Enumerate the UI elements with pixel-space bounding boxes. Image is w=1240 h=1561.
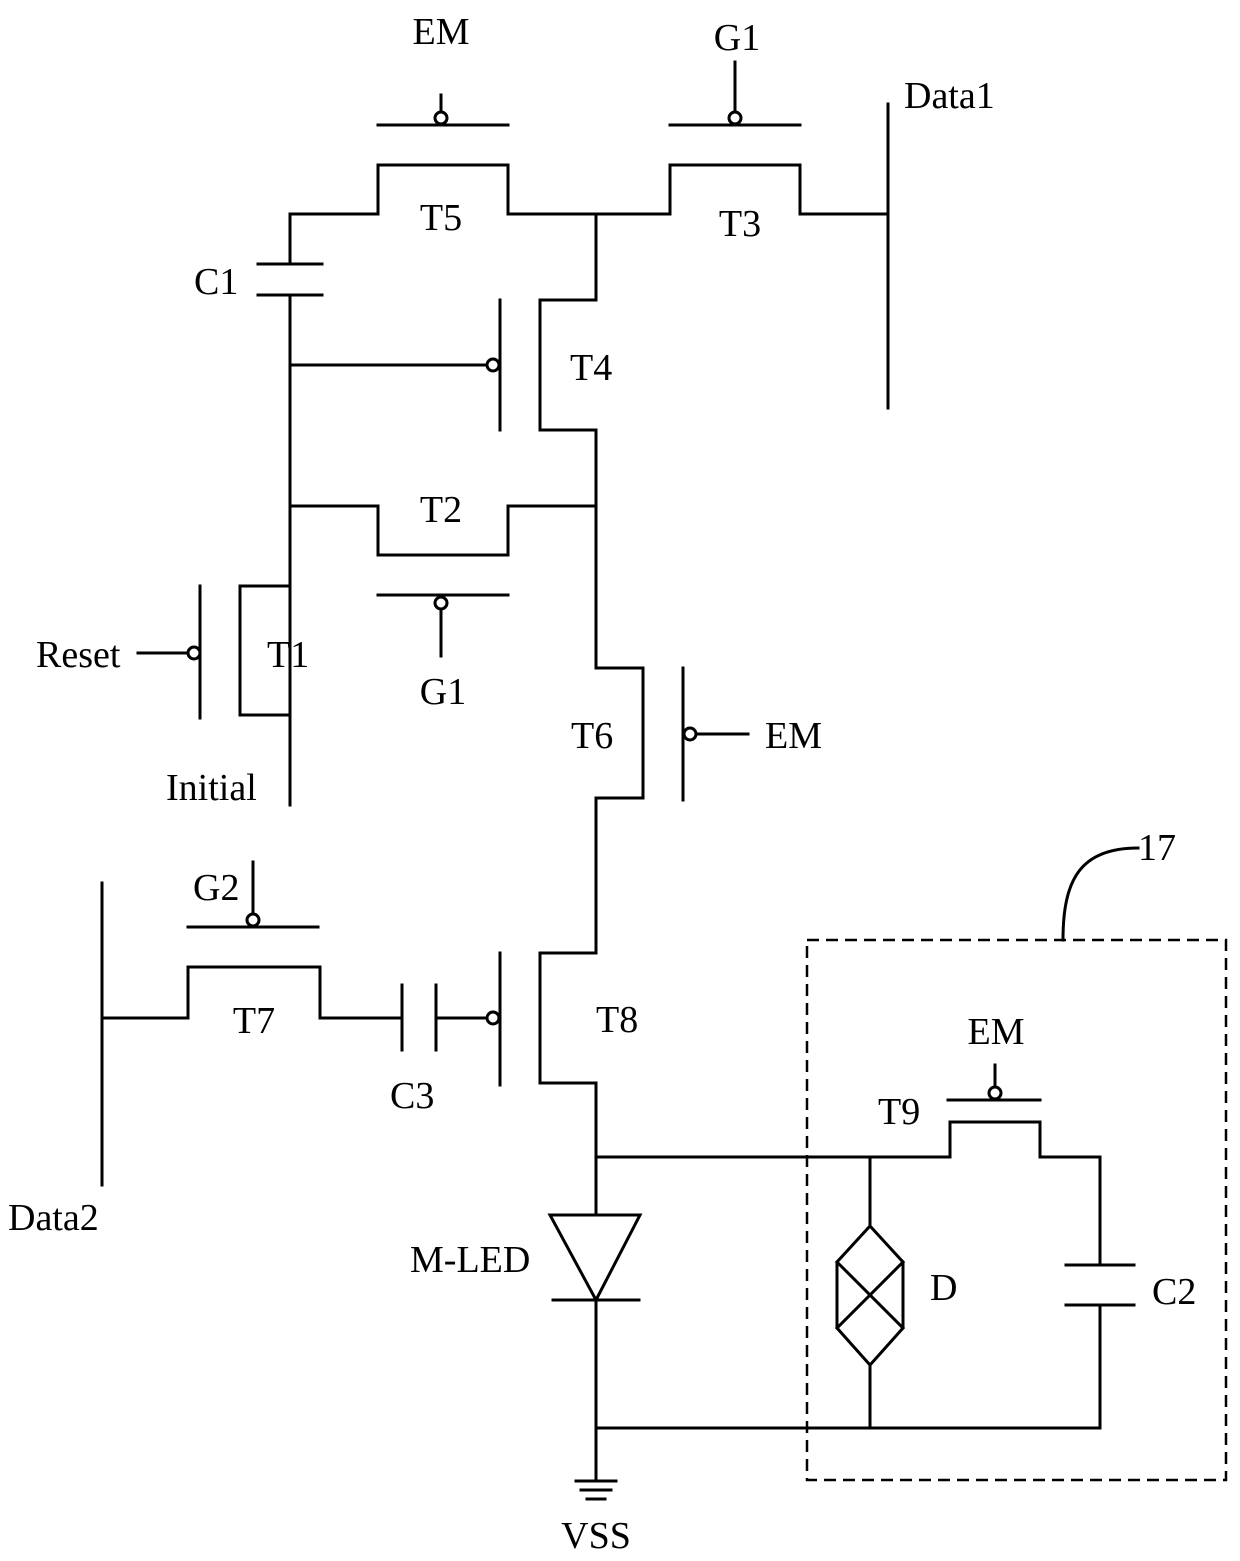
label-c2: C2 <box>1152 1271 1196 1313</box>
label-data1: Data1 <box>904 75 995 117</box>
element-d <box>837 1157 903 1428</box>
label-em-t6: EM <box>765 715 822 757</box>
label-block-17: 17 <box>1138 827 1176 869</box>
ground-symbol <box>576 1481 616 1499</box>
transistor-t6 <box>596 668 748 953</box>
label-em-t9: EM <box>968 1011 1025 1053</box>
transistor-t8 <box>487 953 596 1085</box>
label-c3: C3 <box>390 1075 434 1117</box>
label-g1-t3: G1 <box>714 17 760 59</box>
label-t7: T7 <box>233 1000 275 1042</box>
label-t2: T2 <box>420 489 462 531</box>
label-t3: T3 <box>719 203 761 245</box>
label-vss: VSS <box>561 1515 631 1557</box>
transistor-t9 <box>948 1065 1100 1265</box>
label-em-t5: EM <box>413 11 470 53</box>
transistor-t4 <box>290 214 596 430</box>
label-t6: T6 <box>571 715 613 757</box>
label-t5: T5 <box>420 197 462 239</box>
capacitor-c1 <box>258 214 322 780</box>
label-reset: Reset <box>36 634 121 676</box>
label-initial: Initial <box>166 767 257 809</box>
capacitor-c3 <box>320 985 487 1050</box>
label-data2: Data2 <box>8 1197 99 1239</box>
label-t4: T4 <box>570 347 612 389</box>
transistor-t3 <box>596 62 888 214</box>
label-t8: T8 <box>596 999 638 1041</box>
label-g2: G2 <box>193 867 239 909</box>
capacitor-c2 <box>1066 1265 1134 1428</box>
m-led-diode <box>550 1215 640 1300</box>
block-17-leader <box>1063 848 1138 940</box>
label-m-led: M-LED <box>410 1239 530 1281</box>
label-g1-t2: G1 <box>420 671 466 713</box>
label-c1: C1 <box>194 261 238 303</box>
label-d: D <box>930 1267 957 1309</box>
label-t1: T1 <box>267 634 309 676</box>
label-t9: T9 <box>878 1091 920 1133</box>
